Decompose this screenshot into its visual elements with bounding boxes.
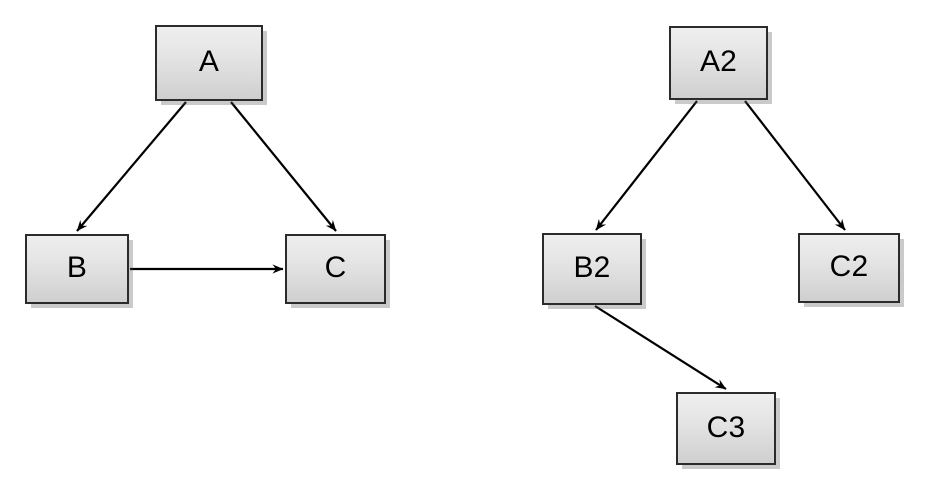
edge-a2-to-b2[interactable] <box>595 100 698 231</box>
edge-a-to-b[interactable] <box>76 101 187 232</box>
node-a2[interactable]: A2 <box>669 26 768 100</box>
node-b2-label: B2 <box>573 251 611 284</box>
node-c3-label: C3 <box>706 410 746 444</box>
node-c3[interactable]: C3 <box>676 392 776 465</box>
edge-b2-to-c3[interactable] <box>594 305 727 390</box>
node-a[interactable]: A <box>155 25 263 101</box>
node-b-label: B <box>66 251 88 284</box>
edge-a2-to-c2[interactable] <box>744 100 846 231</box>
node-b[interactable]: B <box>25 234 129 304</box>
node-b2[interactable]: B2 <box>542 233 642 305</box>
node-a2-label: A2 <box>699 45 738 78</box>
node-c-label: C <box>324 251 347 284</box>
edges-group <box>76 100 846 390</box>
edge-a-to-c[interactable] <box>230 101 337 232</box>
node-c2[interactable]: C2 <box>798 233 900 303</box>
node-c2-label: C2 <box>829 250 869 283</box>
node-c[interactable]: C <box>285 234 386 304</box>
node-a-label: A <box>198 45 220 78</box>
